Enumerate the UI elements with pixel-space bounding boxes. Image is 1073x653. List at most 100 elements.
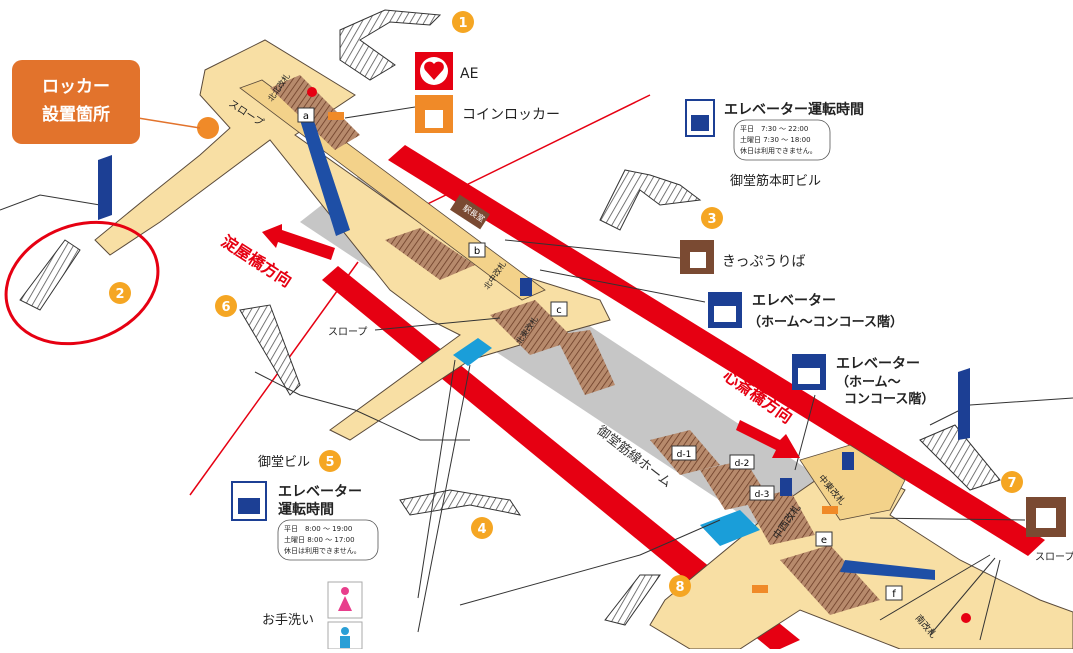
elevator-icon-top-inner [691,115,709,131]
escalator-a [300,115,350,236]
point-label-d1: d-1 [671,445,697,461]
elevator-home-concourse-2-line2: （ホーム～ [836,374,901,390]
mido-bldg-label: 御堂ビル [258,455,310,470]
point-label-d3: d-3 [749,485,775,501]
elevator-home-concourse-line2: （ホーム～コンコース階） [748,314,903,330]
svg-text:2: 2 [115,287,124,302]
locker-marker-center [822,506,838,514]
svg-text:8: 8 [675,580,684,595]
elevator-pillar-nw [98,155,112,220]
locker-callout-line1: ロッカー [42,77,110,97]
exit-5-badge: 5 [319,450,341,472]
exit-stairs-2 [19,239,81,311]
highlight-north [453,338,492,366]
aed-heart-icon [424,61,444,80]
elevator-north [520,278,532,296]
escalator-f [840,560,935,580]
men-figure-head [341,627,349,635]
guide-line-2 [189,261,359,496]
ticket-office-icon-right-inner [1036,508,1056,528]
elevator-center [780,478,792,496]
connector-slope-1 [879,554,991,621]
ticket-office-label: きっぷうりば [722,254,805,270]
locker-location-marker [197,117,219,139]
exit-2-highlight-ring [4,220,160,346]
elevator-icon-right-inner [798,368,820,384]
elevator-home-concourse-line1: エレベーター [752,293,836,309]
hand-wash-label: お手洗い [262,613,314,628]
aed-marker-south [961,613,971,623]
elevator-home-concourse-2-line3: コンコース階） [844,391,934,407]
elevator-hours-top-weekday: 平日 7:30 ～ 22:00 [740,125,808,133]
connector-elevator [539,269,706,303]
connector-slope-mid [374,317,501,331]
elevator-hours-bottom-line1: エレベーター [278,484,362,500]
point-label-c: c [550,301,568,317]
locker-marker-north [328,112,344,120]
point-label-b: b [468,242,486,258]
svg-text:a: a [303,111,309,122]
connector-ticket [504,239,681,259]
elevator-hours-bottom-holiday: 休日は利用できません。 [284,546,361,555]
women-figure-head [341,587,349,595]
stairs-center-3 [745,490,815,545]
stairs-platform-mid [555,330,615,395]
connector-slope-3 [979,559,1001,641]
locker-callout-box [12,60,140,144]
arrow-shinsaibashi [736,420,800,458]
svg-text:d-1: d-1 [677,450,692,460]
exit-stairs-1 [339,9,442,81]
svg-text:4: 4 [477,522,486,537]
station-office-box [450,194,490,230]
svg-text:b: b [474,246,480,257]
elevator-pillar-ne [958,368,970,440]
elevator-home-concourse-2-line1: エレベーター [836,356,920,372]
locker-callout-pointer [137,117,201,129]
connector-south [459,519,721,606]
exit-stairs-7 [919,424,1001,491]
point-label-f: f [885,585,903,601]
elevator-center-east [842,452,854,470]
slope-label-right: スロープ [1035,551,1073,563]
connector-exit5 [254,371,470,441]
exit-stairs-8 [604,574,661,626]
coin-locker-label: コインロッカー [462,107,560,123]
slope-label-middle: スロープ [328,326,367,338]
connector-left [0,194,101,211]
svg-text:5: 5 [325,455,334,470]
aed-label: AE [460,66,478,82]
elevator-hours-top-box [733,119,831,161]
women-figure-body [338,596,352,611]
svg-text:d-3: d-3 [755,490,770,500]
elevator-hours-bottom-line2: 運転時間 [278,501,334,518]
point-label-a: a [297,107,315,123]
men-figure-body [340,636,350,648]
elevator-hours-bottom-saturday: 土曜日 8:00 ～ 17:00 [284,535,355,544]
elevator-icon-mid-inner [714,306,736,322]
highlight-south [700,510,760,546]
exit-7-badge: 7 [1001,471,1023,493]
connector-coin-locker [344,106,416,119]
elevator-hours-bottom-box [277,519,379,561]
connector-slope-2 [929,557,996,636]
connector-handwash-2 [417,364,471,633]
svg-text:f: f [892,589,896,600]
exit-8-badge: 8 [669,575,691,597]
exit-6-badge: 6 [215,295,237,317]
point-label-d2: d-2 [729,454,755,470]
stairs-south [780,545,880,615]
elevator-icon-bottom-inner [238,498,260,514]
exit-stairs-4 [399,489,522,516]
exit-stairs-3 [599,169,702,231]
locker-callout-line2: 設置箇所 [42,104,110,125]
elevator-hours-top-saturday: 土曜日 7:30 ～ 18:00 [740,135,811,144]
exit-4-badge: 4 [471,517,493,539]
aed-marker [307,87,317,97]
rail-bar-upper [388,145,1045,556]
stairs-north-center [385,228,475,280]
coin-locker-icon-inner [425,110,443,128]
svg-text:7: 7 [1007,476,1016,491]
svg-text:e: e [821,535,827,546]
connector-handwash-1 [417,359,456,599]
